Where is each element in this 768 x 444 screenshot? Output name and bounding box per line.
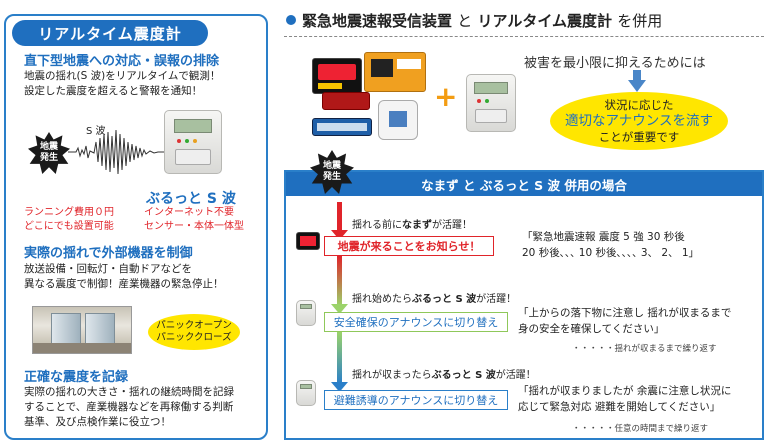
step2-note: ・・・・・揺れが収まるまで繰り返す — [572, 344, 717, 354]
title-suffix: を併用 — [617, 12, 663, 30]
receiver-unit-icon — [322, 92, 370, 110]
oval-line-2: パニッククローズ — [156, 332, 232, 343]
step1-caption-bold: なまず — [402, 220, 432, 231]
speaker-device-icon — [378, 100, 418, 140]
receiver-device-icon — [312, 58, 362, 94]
left-panel: リアルタイム震度計 直下型地震への対応・誤報の排除 地震の揺れ(S 波)をリアル… — [4, 14, 268, 440]
left-panel-title: リアルタイム震度計 — [12, 20, 208, 46]
step3-box: 避難誘導のアナウンスに切り替え — [324, 390, 508, 410]
section1-line-1: 地震の揺れ(S 波)をリアルタイムで観測！ — [24, 70, 221, 82]
oval-line-1: パニックオープン — [156, 320, 232, 331]
step3-caption-post: が活躍！ — [495, 370, 536, 381]
step3-caption-bold: ぶるっと S 波 — [431, 370, 496, 381]
down-arrow-icon — [628, 70, 646, 92]
usage-panel-header: なまず と ぶるっと S 波 併用の場合 — [286, 172, 762, 196]
step2-caption-bold: ぶるっと S 波 — [412, 294, 477, 305]
circle-line-3: ことが重要です — [598, 129, 680, 144]
feature-right-2: センサー・本体一体型 — [144, 221, 244, 232]
step2-caption-post: が活躍！ — [476, 294, 517, 305]
step2-box: 安全確保のアナウンスに切り替え — [324, 312, 508, 332]
flow-arrow-icon — [337, 202, 342, 234]
step1-caption: 揺れる前になまずが活躍！ — [352, 216, 472, 231]
badge-line-1: 地震 — [39, 142, 58, 152]
title-divider — [284, 36, 764, 37]
usage-panel: なまず と ぶるっと S 波 併用の場合 揺れる前になまずが活躍！ 地震が来るこ… — [284, 170, 764, 440]
seismometer-device-icon — [296, 380, 316, 406]
right-title: 緊急地震速報受信装置 と リアルタイム震度計 を併用 — [302, 10, 662, 31]
receiver-panel-icon — [364, 52, 426, 92]
step2-caption-pre: 揺れ始めたら — [352, 294, 412, 305]
receiver-display-icon — [312, 118, 372, 136]
swave-label: S 波 — [86, 126, 106, 137]
step2-quote-2: 身の安全を確保してください」 — [518, 323, 665, 335]
step1-caption-post: が活躍！ — [432, 220, 472, 231]
section1-heading: 直下型地震への対応・誤報の排除 — [24, 54, 220, 69]
section1-line-2: 設定した震度を超えると警報を通知！ — [24, 85, 203, 97]
title-part-2: リアルタイム震度計 — [477, 12, 613, 30]
panic-oval: パニックオープン パニッククローズ — [148, 314, 240, 350]
feature-left-2: どこにでも設置可能 — [24, 221, 114, 232]
plus-sign: + — [434, 80, 458, 113]
product-name: ぶるっと S 波 — [146, 191, 236, 207]
quake-badge-icon: 地震発生 — [28, 132, 70, 174]
section2-line-2: 異なる震度で制御！産業機器の緊急停止！ — [24, 278, 224, 290]
step1-quote-1: 「緊急地震速報 震度 5 強 30 秒後 — [522, 231, 685, 243]
title-bullet-icon — [286, 15, 296, 25]
section3-heading: 正確な震度を記録 — [24, 370, 129, 385]
feature-left-1: ランニング費用０円 — [24, 207, 114, 218]
circle-line-1: 状況に応じた — [604, 97, 674, 112]
flow-arrow-head-icon — [331, 382, 348, 392]
flow-arrow-head-icon — [331, 230, 348, 240]
step3-note: ・・・・・任意の時間まで繰り返す — [572, 424, 709, 434]
announcement-circle: 状況に応じた 適切なアナウンスを流す ことが重要です — [550, 92, 728, 150]
flow-arrow-icon — [337, 332, 342, 384]
step2-caption: 揺れ始めたらぶるっと S 波が活躍！ — [352, 290, 516, 305]
feature-right-1: インターネット不要 — [144, 207, 234, 218]
circle-line-2: 適切なアナウンスを流す — [565, 112, 713, 129]
seismometer-device-icon — [296, 300, 316, 326]
badge-line-2: 発生 — [39, 153, 58, 163]
step2-quote-1: 「上からの落下物に注意し 揺れが収まるまで — [518, 307, 732, 319]
minimize-text: 被害を最小限に抑えるためには — [524, 56, 706, 71]
device-icon — [164, 110, 222, 174]
step1-quote-2: 20 秒後､､､ 10 秒後､､､､ 3、 2、 1」 — [522, 247, 700, 259]
panel-badge-line-1: 地震 — [322, 161, 341, 171]
seismometer-device-icon — [466, 74, 516, 132]
step3-quote-2: 応じて緊急対応 避難を開始してください」 — [518, 401, 721, 413]
flow-arrow-head-icon — [331, 304, 348, 314]
title-part-1: 緊急地震速報受信装置 — [302, 12, 453, 30]
automatic-door-photo — [32, 306, 132, 354]
section3-line-3: 基準、及び点検作業に役立つ！ — [24, 416, 171, 428]
section2-heading: 実際の揺れで外部機器を制御 — [24, 246, 193, 261]
title-and: と — [457, 12, 473, 30]
receiver-device-icon — [296, 232, 320, 250]
panel-badge-line-2: 発生 — [322, 172, 341, 182]
section3-line-2: することで、産業機器などを再稼働する判断 — [24, 401, 234, 413]
step3-quote-1: 「揺れが収まりましたが 余震に注意し状況に — [518, 385, 732, 397]
step3-caption-pre: 揺れが収まったら — [352, 370, 432, 381]
step3-caption: 揺れが収まったらぶるっと S 波が活躍！ — [352, 366, 536, 381]
section3-line-1: 実際の揺れの大きさ・揺れの継続時間を記録 — [24, 386, 234, 398]
waveform-icon — [68, 129, 174, 175]
step1-caption-pre: 揺れる前に — [352, 220, 402, 231]
step1-box: 地震が来ることをお知らせ！ — [324, 236, 494, 256]
flow-arrow-icon — [337, 256, 342, 306]
section2-line-1: 放送設備・回転灯・自動ドアなどを — [24, 263, 192, 275]
